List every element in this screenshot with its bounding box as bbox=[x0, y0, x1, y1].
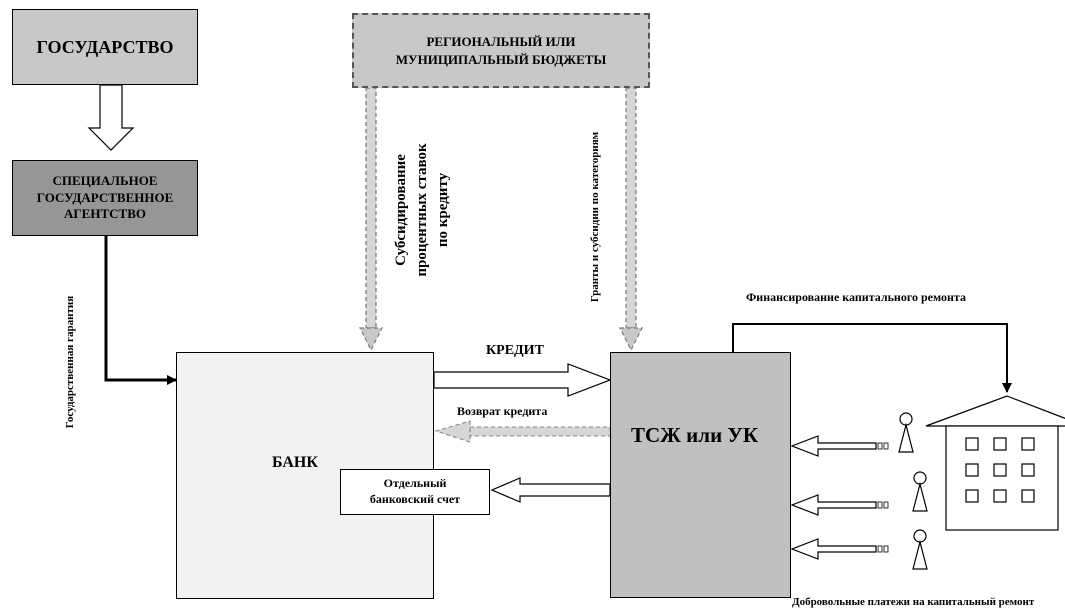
house-icon bbox=[925, 395, 1065, 531]
subsidy-arrow bbox=[359, 87, 383, 352]
state-label: ГОСУДАРСТВО bbox=[36, 36, 174, 57]
subsidy-label-line-1: Субсидирование bbox=[393, 154, 409, 266]
hoa-label: ТСЖ или УК bbox=[631, 423, 759, 447]
grants-label: Гранты и субсидии по категориям bbox=[589, 131, 601, 303]
bank-label: БАНК bbox=[272, 454, 318, 471]
agency-label: СПЕЦИАЛЬНОЕ ГОСУДАРСТВЕННОЕ АГЕНТСТВО bbox=[36, 172, 174, 222]
return-arrow bbox=[434, 420, 611, 443]
return-credit-label: Возврат кредита bbox=[457, 404, 548, 418]
hoa-to-account-arrow bbox=[490, 477, 611, 503]
grants-arrow bbox=[619, 87, 643, 352]
budget-box: РЕГИОНАЛЬНЫЙ ИЛИ МУНИЦИПАЛЬНЫЙ БЮДЖЕТЫ bbox=[352, 13, 650, 88]
resident-payment-arrow bbox=[790, 435, 889, 457]
resident-payment-arrow bbox=[790, 538, 889, 560]
credit-arrow bbox=[433, 363, 612, 397]
resident-person-icon bbox=[912, 529, 928, 570]
budget-label: РЕГИОНАЛЬНЫЙ ИЛИ МУНИЦИПАЛЬНЫЙ БЮДЖЕТЫ bbox=[395, 33, 607, 67]
voluntary-payments-label: Добровольные платежи на капитальный ремо… bbox=[792, 596, 1035, 608]
resident-person-icon bbox=[898, 412, 914, 453]
subsidy-label-line-3: по кредиту bbox=[435, 172, 451, 248]
state-box: ГОСУДАРСТВО bbox=[12, 9, 198, 85]
subsidy-label-line-2: процентных ставок bbox=[414, 143, 430, 277]
repair-funding-arrow bbox=[732, 323, 1012, 393]
separate-account-label: Отдельный банковский счет bbox=[369, 476, 461, 506]
guarantee-label: Государственная гарантия bbox=[64, 295, 76, 429]
repair-funding-label: Финансирование капитального ремонта bbox=[746, 290, 966, 304]
state-to-agency-arrow bbox=[87, 84, 135, 151]
resident-payment-arrow bbox=[790, 494, 889, 516]
agency-box: СПЕЦИАЛЬНОЕ ГОСУДАРСТВЕННОЕ АГЕНТСТВО bbox=[12, 160, 198, 236]
credit-label: КРЕДИТ bbox=[486, 343, 544, 358]
resident-person-icon bbox=[912, 471, 928, 512]
guarantee-arrow bbox=[104, 236, 177, 385]
hoa-box: ТСЖ или УК bbox=[610, 352, 791, 598]
separate-account-box: Отдельный банковский счет bbox=[340, 469, 490, 515]
